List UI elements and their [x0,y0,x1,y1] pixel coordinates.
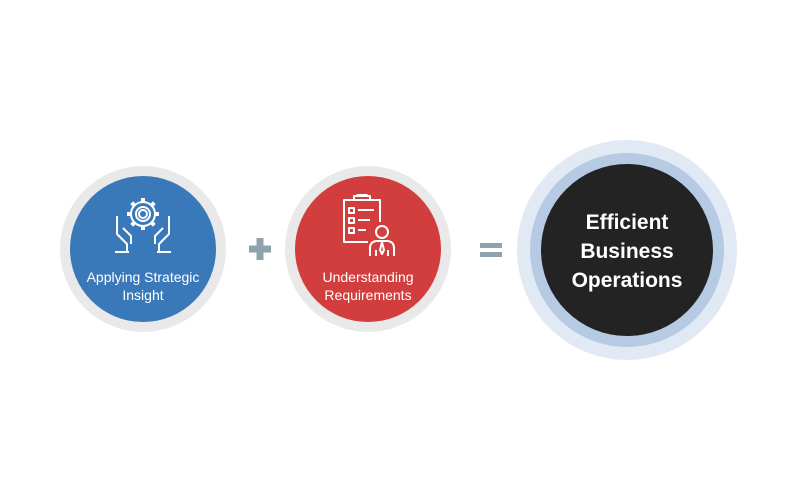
equals-icon [480,243,502,257]
requirements-circle: Understanding Requirements [295,176,441,322]
insight-label-line1: Applying Strategic [86,269,200,285]
result-circle: Efficient Business Operations [541,164,713,336]
result-line1: Efficient [585,211,669,234]
clipboard-person-icon [343,194,395,256]
requirements-label-line1: Understanding [322,269,414,285]
hands-gear-icon [115,198,171,253]
requirements-label-line2: Requirements [324,287,412,303]
insight-label-line2: Insight [122,287,164,303]
plus-icon [249,238,271,260]
result-line3: Operations [571,269,683,292]
result-line2: Business [580,240,674,263]
insight-circle: Applying Strategic Insight [70,176,216,322]
